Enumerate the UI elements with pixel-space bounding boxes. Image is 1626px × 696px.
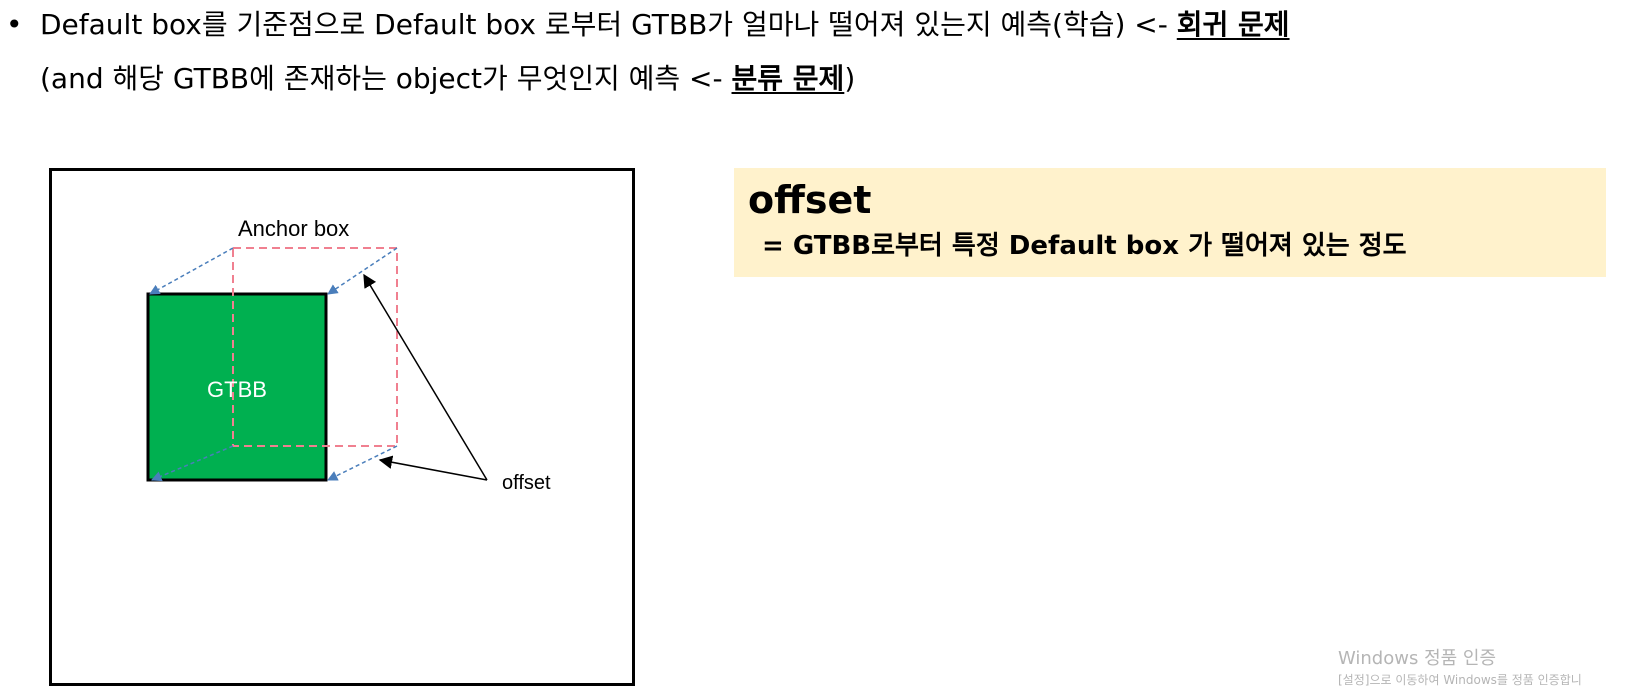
header-line-2-emphasis: 분류 문제 [731, 62, 845, 95]
header-line-1-emphasis: 회귀 문제 [1176, 8, 1290, 41]
header-line-2-text: (and 해당 GTBB에 존재하는 object가 무엇인지 예측 <- [40, 62, 732, 95]
header-line-1-text: Default box를 기준점으로 Default box 로부터 GTBB가… [40, 8, 1177, 41]
watermark-title: Windows 정품 인증 [1338, 648, 1497, 669]
header-line-1: Default box를 기준점으로 Default box 로부터 GTBB가… [40, 6, 1290, 44]
bullet-icon: • [6, 8, 23, 41]
diagram-frame [49, 168, 635, 686]
header-line-2: (and 해당 GTBB에 존재하는 object가 무엇인지 예측 <- 분류… [40, 60, 855, 98]
activation-watermark: Windows 정품 인증 [설정]으로 이동하여 Windows를 정품 인증… [1338, 648, 1582, 688]
offset-callout: offset = GTBB로부터 특정 Default box 가 떨어져 있는… [734, 168, 1606, 277]
callout-definition: = GTBB로부터 특정 Default box 가 떨어져 있는 정도 [762, 231, 1407, 261]
callout-title: offset [748, 178, 872, 222]
header-line-2-suffix: ) [844, 62, 856, 95]
watermark-subtitle: [설정]으로 이동하여 Windows를 정품 인증합니 [1338, 673, 1582, 687]
